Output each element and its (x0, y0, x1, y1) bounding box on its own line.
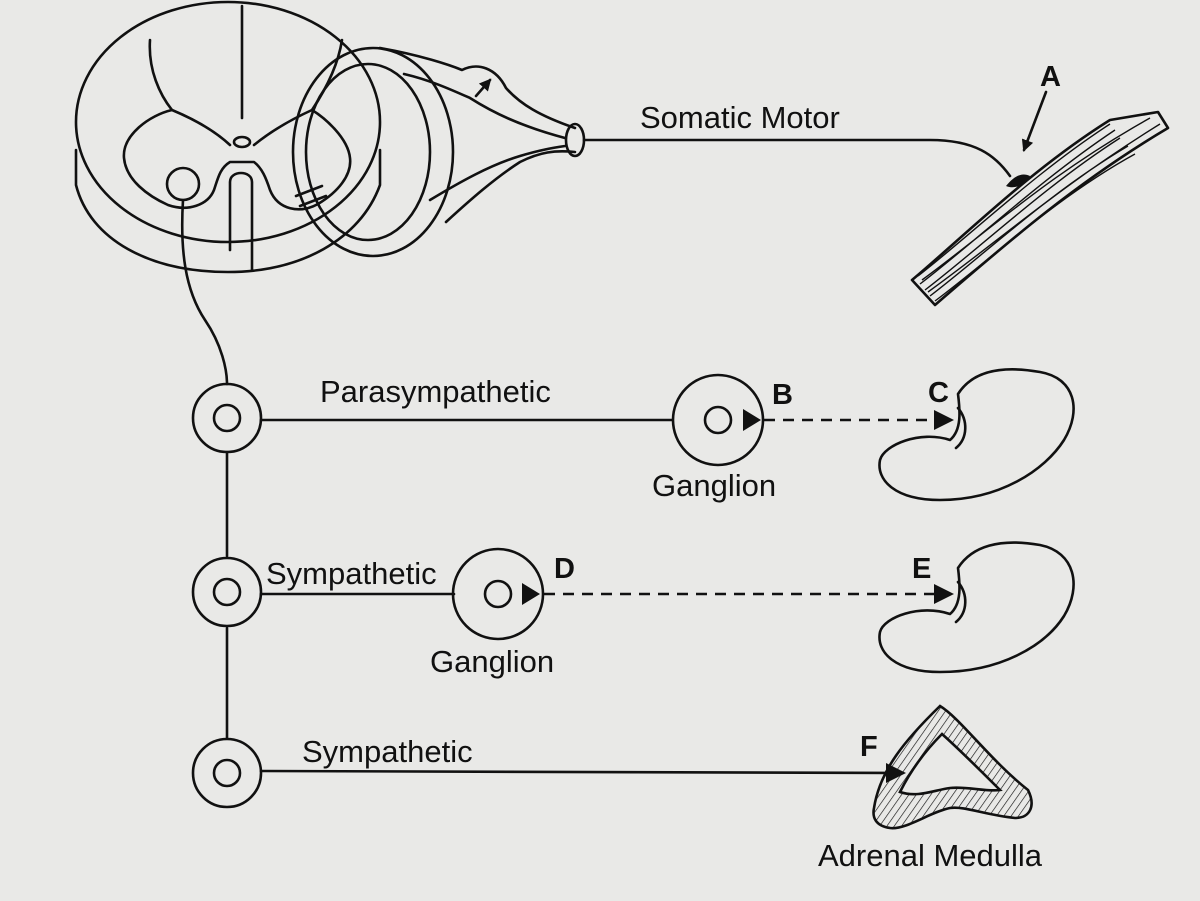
sympathetic-adrenal-pathway: Sympathetic F Adrenal Medulla (191, 704, 1043, 873)
skeletal-muscle: A (910, 61, 1170, 307)
target-organ-e (878, 541, 1075, 674)
sympathetic-origin-inner-2 (212, 758, 242, 788)
adrenal-medulla-inner (898, 732, 1003, 796)
central-canal (232, 135, 252, 149)
sympathetic-label-1: Sympathetic (266, 556, 437, 591)
ventral-root-inner (428, 144, 567, 202)
pointer-arrow-a (1021, 90, 1048, 152)
target-organ-e-notch (954, 580, 967, 624)
sympathetic-preganglionic-fiber-2 (259, 769, 898, 775)
sympathetic-origin-inner-1 (212, 577, 242, 607)
dorsal-root-ganglion-top (378, 46, 577, 130)
letter-d: D (554, 553, 575, 585)
synapse-e-arrow (934, 584, 954, 604)
parasympathetic-pathway: Parasympathetic B Ganglion C (191, 368, 1075, 503)
letter-e: E (912, 553, 931, 585)
parasympathetic-ganglion-inner (703, 405, 733, 435)
parasympathetic-label: Parasympathetic (320, 374, 551, 409)
spinal-cord-outline (74, 0, 382, 244)
sympathetic-origin-outer-1 (191, 556, 263, 628)
somatic-motor-label: Somatic Motor (640, 100, 840, 135)
dorsal-root-ganglion-inner (402, 72, 567, 140)
sensory-direction-arrow (474, 78, 492, 98)
spinal-cord-side (74, 148, 382, 274)
letter-c: C (928, 377, 949, 409)
sympathetic-origin-outer-2 (191, 737, 263, 809)
sympathetic-label-2: Sympathetic (302, 734, 473, 769)
parasympathetic-origin-inner (212, 403, 242, 433)
adrenal-medulla-label: Adrenal Medulla (818, 838, 1043, 873)
nerve-root-loop-inner (304, 62, 432, 242)
target-organ-c-notch (954, 406, 967, 450)
synapse-d-arrow (522, 583, 540, 605)
preganglionic-descending-fiber (180, 198, 229, 386)
ventral-root-bottom (444, 150, 577, 224)
grey-matter-commissure-right (252, 108, 314, 147)
parasympathetic-ganglion-outer (671, 373, 765, 467)
nerve-root-loop-outer (291, 46, 455, 258)
parasympathetic-origin-outer (191, 382, 263, 454)
letter-a: A (1040, 61, 1061, 93)
sympathetic-ganglion-outer (451, 547, 545, 641)
cut-marks (294, 184, 328, 208)
letter-f: F (860, 731, 878, 763)
neuromuscular-junction (1006, 174, 1030, 188)
ganglion-label-1: Ganglion (652, 468, 776, 503)
grey-matter (122, 38, 352, 211)
muscle-fibers (917, 117, 1161, 302)
synapse-b-arrow (743, 409, 761, 431)
synapse-c-arrow (934, 410, 954, 430)
grey-matter-commissure-left (170, 108, 232, 147)
adrenal-medulla (872, 704, 1033, 830)
spinal-nerve (291, 46, 586, 258)
ganglion-label-2: Ganglion (430, 644, 554, 679)
sympathetic-ganglion-inner (483, 579, 513, 609)
sympathetic-ganglionic-pathway: Sympathetic D Ganglion E (191, 541, 1075, 679)
anterior-median-fissure (228, 171, 254, 272)
target-organ-c (878, 368, 1075, 502)
spinal-cord (74, 0, 382, 274)
letter-b: B (772, 379, 793, 411)
somatic-motor-axon (582, 138, 1012, 178)
motor-neuron-cell-body (165, 166, 201, 202)
somatic-motor-pathway: Somatic Motor (582, 100, 1012, 178)
